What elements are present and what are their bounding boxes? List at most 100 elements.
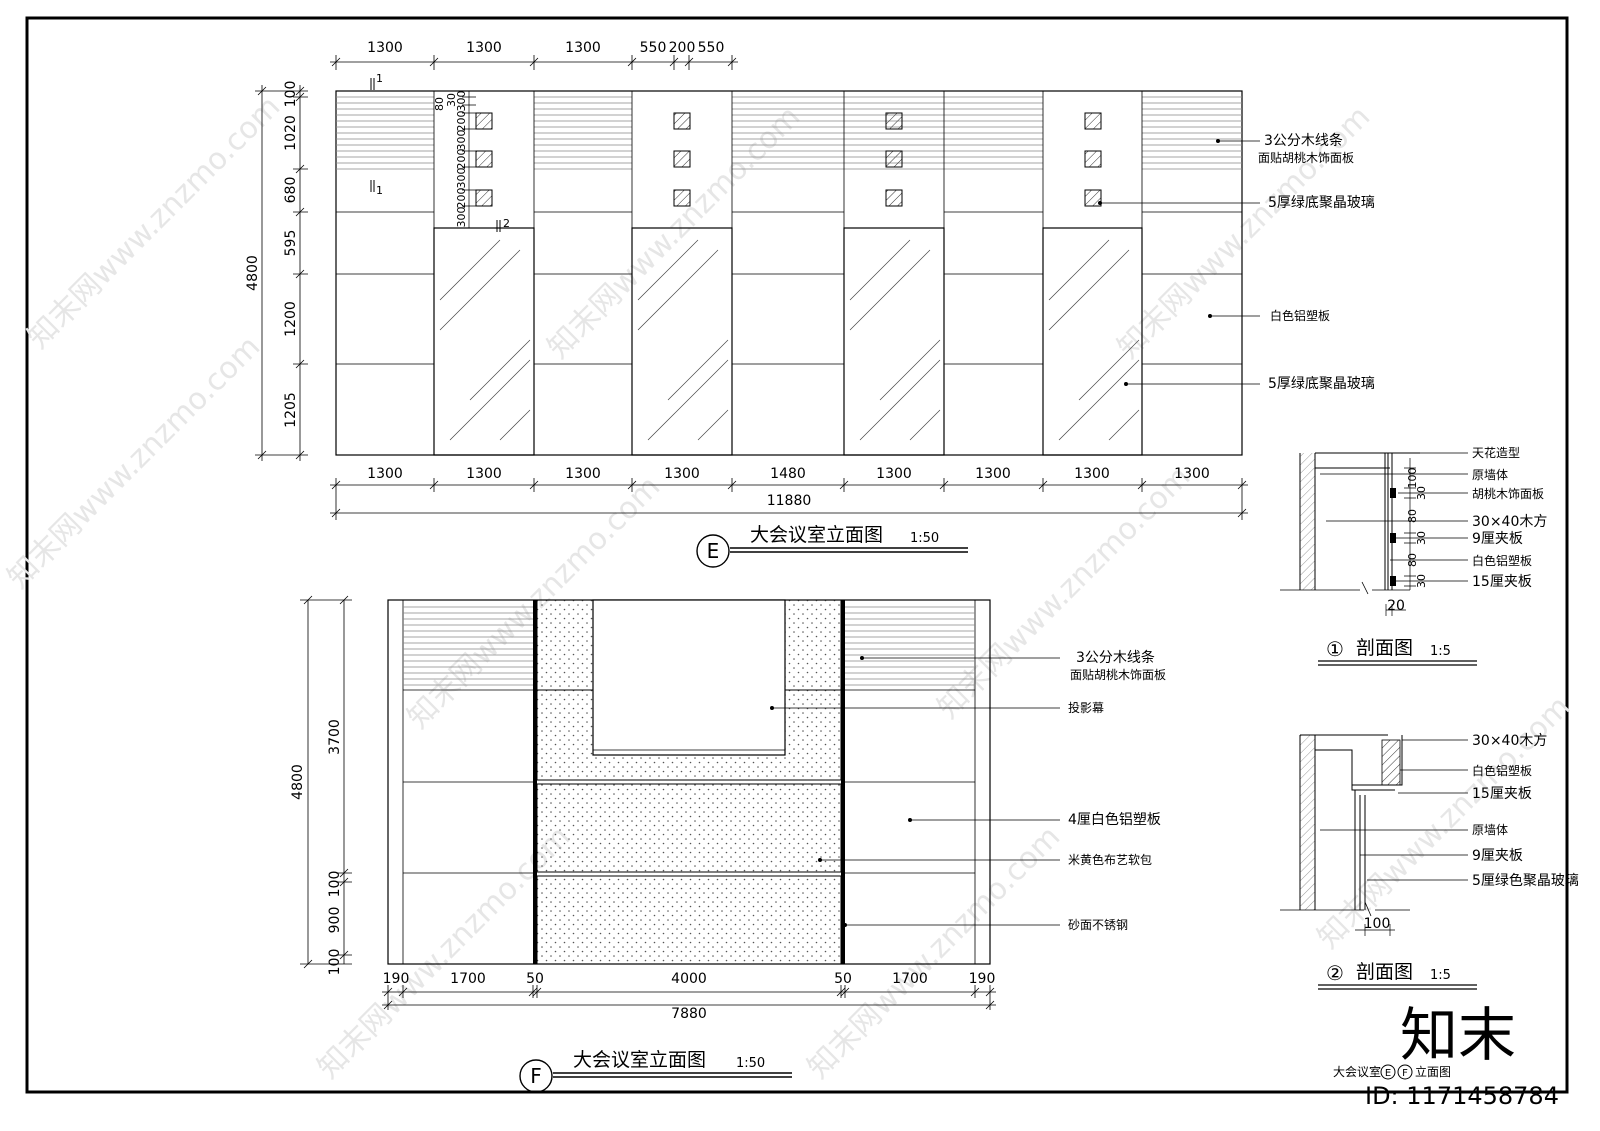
dim-label: 300 [455, 168, 468, 189]
label-wood-strips: 3公分木线条 [1264, 132, 1343, 149]
sheet-title: 大会议室 E F 立面图 [1333, 1064, 1451, 1080]
dim-label: 80 [1406, 509, 1419, 523]
fabric-panel [536, 599, 842, 965]
label-white-panel: 4厘白色铝塑板 [1068, 811, 1161, 828]
dim-label: 1300 [565, 466, 601, 482]
projection-screen [592, 599, 786, 756]
dim-label: 200 [455, 188, 468, 209]
dim-label: 100 [1406, 468, 1419, 489]
glass-panel [433, 227, 1143, 456]
dim-label: 3700 [327, 719, 343, 755]
dim-label: 20 [1387, 598, 1405, 614]
label-walnut-veneer: 胡桃木饰面板 [1472, 486, 1544, 501]
dim-label: 900 [327, 907, 343, 934]
label-white-panel: 白色铝塑板 [1472, 763, 1532, 778]
dim-label: 200 [455, 149, 468, 170]
section-mark: 1 [376, 72, 383, 85]
elevation-mark: E [707, 539, 720, 563]
label-green-glass: 5厚绿底聚晶玻璃 [1268, 194, 1375, 211]
dim-label: 300 [455, 207, 468, 228]
label-white-panel: 白色铝塑板 [1472, 553, 1532, 568]
label-plywood-15: 15厘夹板 [1472, 574, 1532, 590]
label-timber: 30×40木方 [1472, 514, 1547, 530]
section-mark: ② [1326, 961, 1344, 985]
label-plywood-9: 9厘夹板 [1472, 531, 1523, 547]
label-wall: 原墙体 [1472, 468, 1508, 482]
label-ceiling: 天花造型 [1472, 445, 1520, 460]
elevation-mark: F [530, 1064, 542, 1088]
label-white-panel: 白色铝塑板 [1270, 308, 1330, 323]
dim-label: 50 [834, 971, 852, 987]
dim-label: 595 [283, 230, 299, 257]
dim-label: 1700 [892, 971, 928, 987]
dim-label: 1300 [1074, 466, 1110, 482]
label-timber: 30×40木方 [1472, 733, 1547, 749]
watermark-logo: 知末 [1400, 1001, 1516, 1069]
label-stainless-steel: 砂面不锈钢 [1068, 918, 1128, 932]
label-fabric: 米黄色布艺软包 [1068, 853, 1152, 867]
dim-label: 4000 [671, 971, 707, 987]
dim-label: 50 [526, 971, 544, 987]
dim-total: 7880 [671, 1006, 707, 1022]
dim-label: 1300 [367, 40, 403, 56]
elevation-title: 大会议室立面图 [750, 524, 883, 546]
dim-label: 1300 [466, 466, 502, 482]
section-2: 100 30×40木方 白色铝塑板 15厘夹板 原墙体 9厘夹板 5厘绿色聚晶玻… [1280, 733, 1579, 990]
steel-strip [533, 600, 537, 964]
elevation-scale: 1:50 [736, 1056, 765, 1071]
dim-label: 550 [698, 40, 725, 56]
elevation-title: 大会议室立面图 [573, 1049, 706, 1071]
label-green-glass: 5厚绿底聚晶玻璃 [1268, 375, 1375, 392]
section-scale: 1:5 [1430, 644, 1451, 659]
steel-strip [841, 600, 845, 964]
section-title: 剖面图 [1356, 637, 1413, 659]
dim-label: 1300 [876, 466, 912, 482]
dim-label: 200 [669, 40, 696, 56]
timber-block [1381, 739, 1401, 786]
section-1: 100 30 80 30 80 30 20 天花造型 原墙体 胡桃木饰面板 30… [1280, 445, 1547, 666]
dim-label: 1205 [283, 392, 299, 428]
label-wall: 原墙体 [1472, 823, 1508, 837]
watermark-text: 知末网www.znzmo.com [931, 459, 1197, 725]
dim-label: 30 [445, 93, 458, 107]
dim-total: 11880 [767, 493, 812, 509]
dim-label: 100 [327, 949, 343, 976]
label-projection-screen: 投影幕 [1068, 700, 1104, 715]
dim-label: 190 [969, 971, 996, 987]
watermark-text: 知末网www.znzmo.com [1311, 689, 1577, 955]
dim-label: 1480 [770, 466, 806, 482]
section-mark: ① [1326, 637, 1344, 661]
label-wood-strips: 3公分木线条 [1076, 649, 1155, 666]
dim-label: 680 [283, 177, 299, 204]
dim-label: 190 [383, 971, 410, 987]
section-scale: 1:5 [1430, 968, 1451, 983]
watermark-text: 知末网www.znzmo.com [1, 329, 267, 595]
sheet-border [25, 16, 1569, 1094]
sheet-title-prefix: 大会议室 [1333, 1064, 1381, 1079]
dim-label: 100 [327, 871, 343, 898]
watermark-text: 知末网www.znzmo.com [21, 89, 287, 355]
sheet-mark-f: F [1402, 1068, 1408, 1079]
dim-label: 550 [640, 40, 667, 56]
elevation-mark-circle [696, 534, 730, 568]
elevation-e: 1300 1300 1300 550 200 550 1300 1300 130… [245, 40, 1375, 568]
dim-label: 1300 [664, 466, 700, 482]
section-title: 剖面图 [1356, 961, 1413, 983]
dim-label: 1200 [283, 301, 299, 337]
dim-label: 1700 [450, 971, 486, 987]
dim-label: 300 [455, 91, 468, 112]
dim-label: 1020 [283, 115, 299, 151]
dim-label: 100 [283, 81, 299, 108]
label-walnut-veneer: 面贴胡桃木饰面板 [1258, 150, 1354, 165]
elevation-scale: 1:50 [910, 531, 939, 546]
dim-label: 1300 [466, 40, 502, 56]
dim-label: 1300 [367, 466, 403, 482]
section-mark: 1 [376, 184, 383, 197]
section-mark: 2 [503, 217, 510, 230]
label-plywood-9: 9厘夹板 [1472, 848, 1523, 864]
dim-label: 300 [455, 130, 468, 151]
elevation-mark-circle [519, 1059, 553, 1093]
dim-label: 200 [455, 111, 468, 132]
dim-label: 100 [1364, 916, 1391, 932]
